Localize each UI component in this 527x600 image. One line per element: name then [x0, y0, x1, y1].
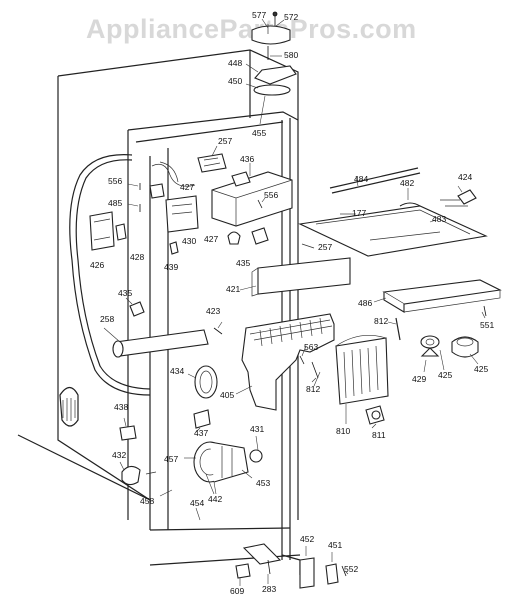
label-432: 432	[112, 450, 126, 460]
label-442: 442	[208, 494, 222, 504]
label-556b: 556	[108, 176, 122, 186]
top-hinge-assembly	[245, 11, 297, 125]
label-436: 436	[240, 154, 254, 164]
label-257b: 257	[318, 242, 332, 252]
label-451: 451	[328, 540, 342, 550]
label-577: 577	[252, 10, 266, 20]
bottom-hinge-assembly	[235, 543, 349, 589]
lower-left-parts	[119, 417, 173, 497]
motor-assembly	[184, 409, 263, 521]
label-435b: 435	[118, 288, 132, 298]
label-810: 810	[336, 426, 350, 436]
watermark-text: AppliancePartsPros.com	[86, 14, 417, 44]
label-551: 551	[480, 320, 494, 330]
label-425a: 425	[438, 370, 452, 380]
label-423: 423	[206, 306, 220, 316]
label-448: 448	[228, 58, 242, 68]
label-434: 434	[170, 366, 184, 376]
control-housing	[89, 145, 293, 255]
label-457: 457	[164, 454, 178, 464]
label-454: 454	[190, 498, 204, 508]
wire-harness	[69, 154, 151, 396]
label-427a: 427	[180, 182, 194, 192]
cover-and-duct	[235, 257, 351, 411]
label-485: 485	[108, 198, 122, 208]
label-563: 563	[304, 342, 318, 352]
label-177: 177	[352, 208, 366, 218]
label-572: 572	[284, 12, 298, 22]
label-439: 439	[164, 262, 178, 272]
label-552: 552	[344, 564, 358, 574]
label-405: 405	[220, 390, 234, 400]
label-486: 486	[358, 298, 372, 308]
label-811: 811	[372, 430, 386, 440]
label-580: 580	[284, 50, 298, 60]
label-421: 421	[226, 284, 240, 294]
right-small-parts	[420, 305, 487, 373]
label-435a: 435	[236, 258, 250, 268]
label-438: 438	[114, 402, 128, 412]
label-455: 455	[252, 128, 266, 138]
label-283: 283	[262, 584, 276, 594]
right-side-parts	[298, 167, 502, 319]
label-428: 428	[130, 252, 144, 262]
label-453: 453	[256, 478, 270, 488]
label-437: 437	[194, 428, 208, 438]
label-427b: 427	[204, 234, 218, 244]
left-misc-parts	[103, 297, 223, 399]
label-556a: 556	[264, 190, 278, 200]
label-609: 609	[230, 586, 244, 596]
label-431: 431	[250, 424, 264, 434]
label-812b: 812	[306, 384, 320, 394]
label-450: 450	[228, 76, 242, 86]
label-424: 424	[458, 172, 472, 182]
heater-assembly	[313, 317, 401, 429]
label-483: 483	[432, 214, 446, 224]
label-258: 258	[100, 314, 114, 324]
label-257a: 257	[218, 136, 232, 146]
label-426: 426	[90, 260, 104, 270]
label-452: 452	[300, 534, 314, 544]
label-482: 482	[400, 178, 414, 188]
part-labels: 577 572 580 448 450 455 257 436 556 485 …	[90, 10, 494, 596]
label-429: 429	[412, 374, 426, 384]
label-812a: 812	[374, 316, 388, 326]
label-484: 484	[354, 174, 368, 184]
label-458: 458	[140, 496, 154, 506]
label-425b: 425	[474, 364, 488, 374]
label-430: 430	[182, 236, 196, 246]
